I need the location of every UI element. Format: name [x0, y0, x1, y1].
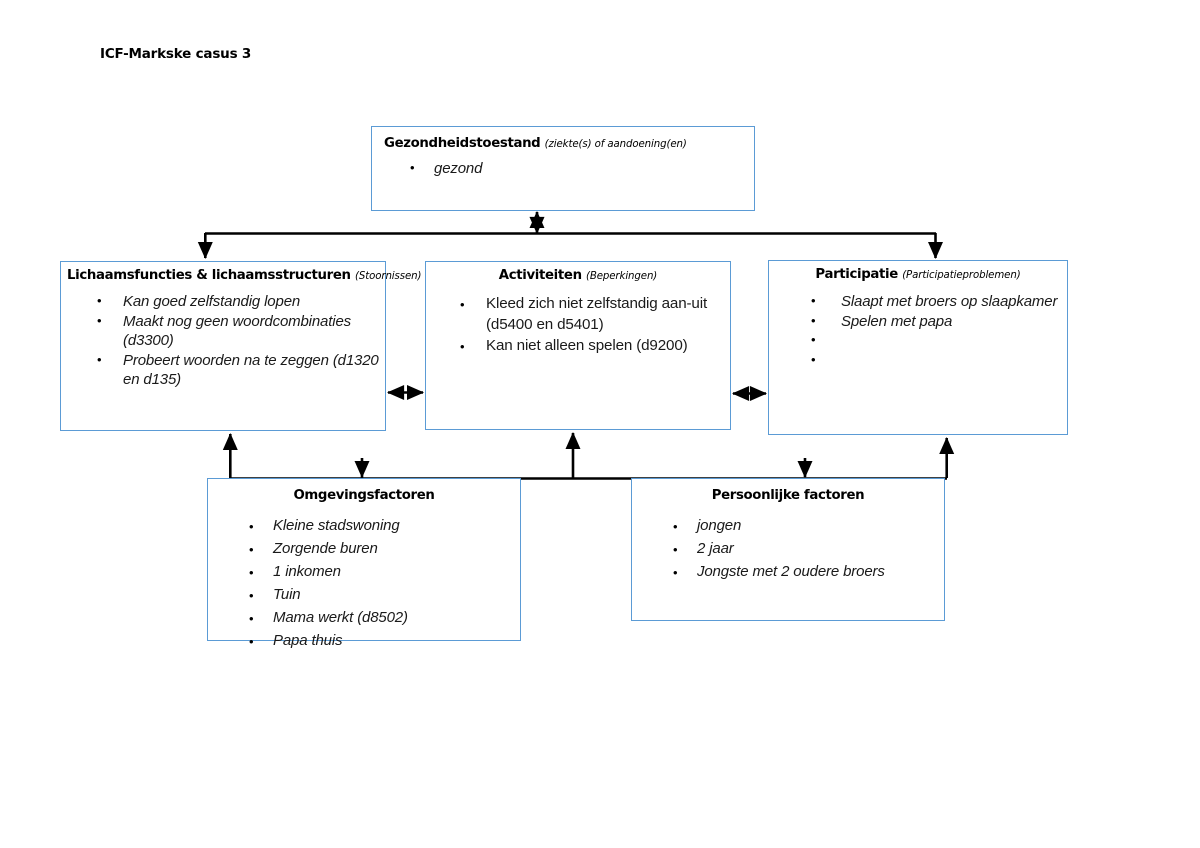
- list-item: [769, 330, 1067, 351]
- box-title-text: Omgevingsfactoren: [293, 488, 435, 503]
- list-item: 1 inkomen: [208, 560, 520, 584]
- bullet-list-activiteiten: Kleed zich niet zelfstandig aan-uit (d54…: [426, 293, 730, 357]
- bullet-list-participatie: Slaapt met broers op slaapkamer Spelen m…: [769, 291, 1067, 371]
- page-title: ICF-Markske casus 3: [100, 46, 252, 62]
- box-subtitle-text: (Participatieproblemen): [902, 270, 1021, 281]
- list-item: Zorgende buren: [208, 537, 520, 561]
- box-lichaamsfuncties[interactable]: Lichaamsfuncties & lichaamsstructuren (S…: [60, 261, 421, 431]
- list-item: Mama werkt (d8502): [208, 606, 520, 630]
- bullet-list-lichaamsfuncties: Kan goed zelfstandig lopen Maakt nog gee…: [61, 291, 385, 390]
- list-item: Maakt nog geen woordcombinaties (d3300): [61, 311, 385, 351]
- list-item: Kleine stadswoning: [208, 514, 520, 538]
- list-item: jongen: [632, 514, 944, 538]
- box-persoonlijke-factoren[interactable]: Persoonlijke factoren jongen 2 jaar Jong…: [631, 478, 945, 621]
- box-title-gezondheidstoestand: Gezondheidstoestand (ziekte(s) of aandoe…: [384, 136, 754, 151]
- box-title-text: Gezondheidstoestand: [384, 136, 541, 151]
- box-title-text: Lichaamsfuncties & lichaamsstructuren: [67, 268, 351, 283]
- box-title-lichaamsfuncties: Lichaamsfuncties & lichaamsstructuren (S…: [67, 268, 421, 283]
- list-item: Kan niet alleen spelen (d9200): [426, 335, 730, 357]
- box-participatie[interactable]: Participatie (Participatieproblemen) Sla…: [768, 260, 1068, 435]
- box-title-text: Activiteiten: [498, 268, 582, 283]
- list-item: 2 jaar: [632, 537, 944, 561]
- list-item: Probeert woorden na te zeggen (d1320 en …: [61, 350, 385, 390]
- box-gezondheidstoestand[interactable]: Gezondheidstoestand (ziekte(s) of aandoe…: [371, 126, 755, 211]
- bullet-list-omgevingsfactoren: Kleine stadswoning Zorgende buren 1 inko…: [208, 514, 520, 653]
- list-item: Papa thuis: [208, 629, 520, 653]
- box-title-text: Participatie: [815, 267, 898, 282]
- list-item: Kleed zich niet zelfstandig aan-uit (d54…: [426, 293, 730, 335]
- bullet-list-gezondheidstoestand: gezond: [372, 158, 754, 179]
- list-item: Kan goed zelfstandig lopen: [61, 291, 385, 312]
- list-item: Jongste met 2 oudere broers: [632, 560, 944, 584]
- box-title-participatie: Participatie (Participatieproblemen): [769, 267, 1067, 282]
- box-subtitle-text: (ziekte(s) of aandoening(en): [544, 139, 687, 150]
- box-title-text: Persoonlijke factoren: [711, 488, 865, 503]
- box-title-omgevingsfactoren: Omgevingsfactoren: [208, 488, 520, 503]
- box-omgevingsfactoren[interactable]: Omgevingsfactoren Kleine stadswoning Zor…: [207, 478, 521, 653]
- list-item: gezond: [372, 158, 754, 179]
- list-item: Tuin: [208, 583, 520, 607]
- list-item: Spelen met papa: [769, 311, 1067, 332]
- box-activiteiten[interactable]: Activiteiten (Beperkingen) Kleed zich ni…: [425, 261, 731, 430]
- box-subtitle-text: (Beperkingen): [585, 271, 658, 282]
- bullet-list-persoonlijke-factoren: jongen 2 jaar Jongste met 2 oudere broer…: [632, 514, 944, 584]
- list-item: [769, 350, 1067, 371]
- list-item: Slaapt met broers op slaapkamer: [769, 291, 1067, 312]
- box-title-persoonlijke-factoren: Persoonlijke factoren: [632, 488, 944, 503]
- box-subtitle-text: (Stoornissen): [354, 271, 422, 282]
- box-title-activiteiten: Activiteiten (Beperkingen): [426, 268, 730, 283]
